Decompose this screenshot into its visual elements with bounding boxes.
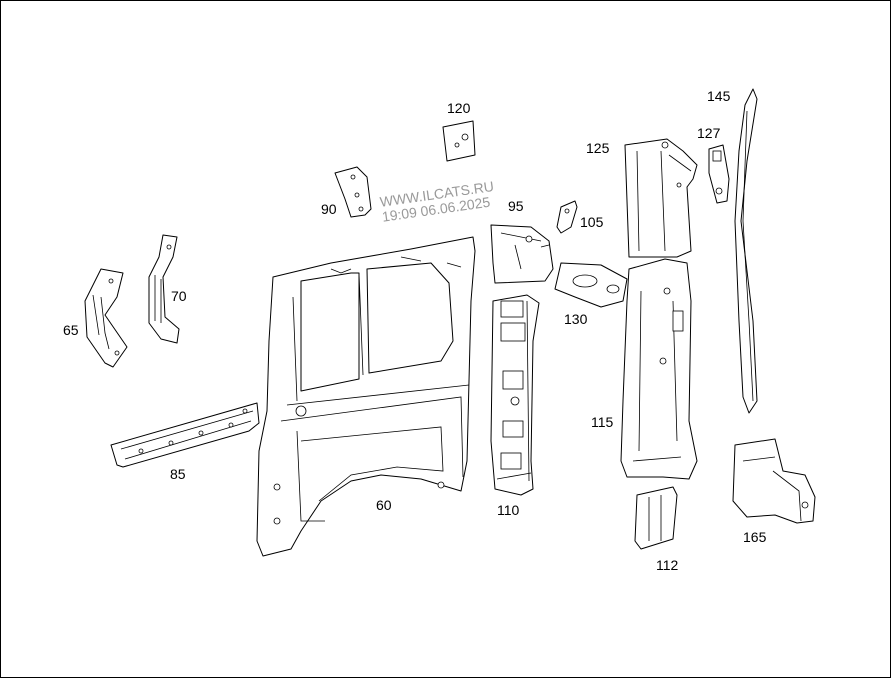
- part-130-support[interactable]: [554, 262, 628, 308]
- part-125-pillar-upper[interactable]: [624, 138, 698, 258]
- callout-65[interactable]: 65: [63, 322, 79, 338]
- part-112-panel[interactable]: [634, 486, 678, 550]
- callout-60[interactable]: 60: [376, 497, 392, 513]
- callout-130[interactable]: 130: [564, 311, 588, 327]
- part-165-corner[interactable]: [732, 438, 816, 524]
- callout-95[interactable]: 95: [508, 198, 524, 214]
- part-90-plate[interactable]: [334, 166, 372, 218]
- callout-110[interactable]: 110: [497, 502, 520, 518]
- part-60-side-panel[interactable]: [256, 236, 476, 557]
- part-145-strip[interactable]: [734, 88, 758, 414]
- part-127-bracket[interactable]: [708, 144, 730, 204]
- callout-125[interactable]: 125: [586, 140, 610, 156]
- callout-90[interactable]: 90: [321, 201, 337, 217]
- callout-70[interactable]: 70: [171, 288, 187, 304]
- callout-120[interactable]: 120: [447, 100, 471, 116]
- callout-105[interactable]: 105: [580, 214, 604, 230]
- part-115-pillar[interactable]: [620, 258, 698, 480]
- part-95-pillar-top[interactable]: [490, 224, 554, 284]
- callout-145[interactable]: 145: [707, 88, 731, 104]
- part-110-pillar[interactable]: [490, 294, 540, 496]
- callout-165[interactable]: 165: [743, 529, 767, 545]
- part-70-bracket[interactable]: [148, 234, 180, 344]
- part-65-bracket[interactable]: [84, 268, 128, 368]
- callout-115[interactable]: 115: [591, 414, 614, 430]
- part-85-rail[interactable]: [110, 402, 260, 468]
- part-120-plate[interactable]: [442, 120, 476, 162]
- callout-85[interactable]: 85: [170, 466, 186, 482]
- callout-127[interactable]: 127: [697, 125, 721, 141]
- part-105-clip[interactable]: [556, 200, 578, 234]
- callout-112[interactable]: 112: [656, 557, 679, 573]
